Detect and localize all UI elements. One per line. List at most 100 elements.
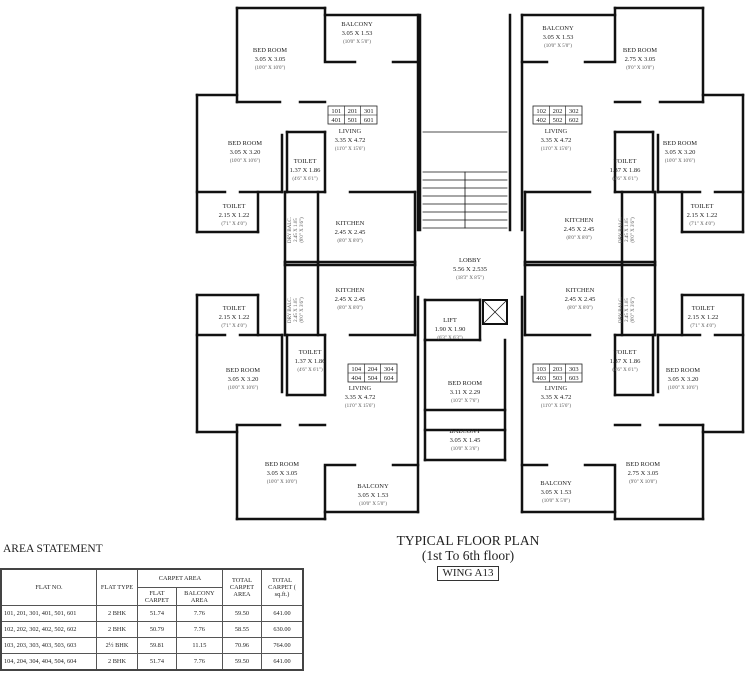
room-dimensions: 3.35 X 4.72	[345, 394, 376, 401]
room-dimensions: 3.05 X 1.53	[543, 34, 574, 41]
room-name: BED ROOM	[663, 140, 697, 147]
table-cell: 101, 201, 301, 401, 501, 601	[0, 605, 97, 622]
room-name: BALCONY	[540, 480, 572, 487]
flat-number: 202	[553, 108, 563, 115]
dry-balcony-dimensions: 2.45 X 1.05	[625, 298, 630, 322]
room-dimensions-imperial: (7'1" X 4'0")	[690, 324, 716, 329]
flat-number: 104	[351, 366, 362, 373]
room-dimensions: 3.05 X 3.05	[255, 56, 286, 63]
table-cell: 59.50	[222, 653, 262, 671]
room-dimensions: 2.15 X 1.22	[688, 314, 719, 321]
room-name: TOILET	[299, 349, 322, 356]
dry-balcony-dimensions: 2.45 X 1.05	[294, 218, 299, 242]
room-dimensions: 2.15 X 1.22	[219, 212, 250, 219]
room-dimensions-imperial: (10'0" X 3'6")	[451, 447, 479, 452]
flat-number: 403	[536, 375, 546, 382]
room-name: BED ROOM	[666, 367, 700, 374]
room-name: TOILET	[614, 349, 637, 356]
table-cell: 51.74	[137, 605, 177, 622]
room-dimensions-imperial: (11'0" X 15'6")	[541, 404, 571, 409]
room-dimensions-imperial: (8'0" X 8'0")	[337, 239, 363, 244]
room-dimensions-imperial: (7'1" X 4'0")	[221, 324, 247, 329]
room-name: LIVING	[545, 128, 568, 135]
dry-balcony-name: DRY BALC.	[288, 217, 293, 243]
room-name: TOILET	[223, 203, 246, 210]
room-dimensions-imperial: (10'0" X 10'6")	[228, 386, 259, 391]
table-cell: 104, 204, 304, 404, 504, 604	[0, 653, 97, 671]
table-cell: 641.00	[261, 653, 304, 671]
dry-balcony-dimensions: 2.45 X 1.05	[294, 298, 299, 322]
room-dimensions: 1.37 X 1.86	[610, 358, 641, 365]
flat-number: 103	[536, 366, 546, 373]
table-cell: 2 BHK	[96, 621, 138, 638]
room-dimensions: 2.75 X 3.05	[628, 470, 659, 477]
room-dimensions-imperial: (8'0" X 8'0")	[566, 236, 592, 241]
room-dimensions-imperial: (10'0" X 5'0")	[544, 44, 572, 49]
flat-number-box	[532, 105, 583, 125]
dry-balcony-dimensions-imperial: (8'0" X 3'6")	[631, 217, 636, 243]
room-name: BALCONY	[449, 428, 481, 435]
walls	[195, 6, 745, 521]
room-name: TOILET	[223, 305, 246, 312]
flat-number: 301	[364, 108, 374, 115]
flat-number: 401	[331, 117, 341, 124]
room-dimensions-imperial: (10'0" X 10'0")	[267, 480, 298, 485]
flat-number: 502	[553, 117, 563, 124]
flat-number: 603	[569, 375, 579, 382]
room-dimensions: 3.05 X 1.53	[541, 489, 572, 496]
table-cell: 2 BHK	[96, 605, 138, 622]
room-dimensions-imperial: (8'0" X 8'0")	[337, 306, 363, 311]
table-cell: 51.74	[137, 653, 177, 671]
header-total-carpet-area: TOTAL CARPET AREA	[222, 568, 262, 606]
table-cell: 630.00	[261, 621, 304, 638]
room-name: KITCHEN	[566, 287, 595, 294]
room-name: BED ROOM	[448, 380, 482, 387]
dry-balcony-dimensions-imperial: (8'0" X 3'6")	[631, 297, 636, 323]
room-name: TOILET	[691, 203, 714, 210]
room-name: BED ROOM	[253, 47, 287, 54]
room-dimensions-imperial: (7'1" X 4'0")	[221, 222, 247, 227]
flat-number: 203	[553, 366, 563, 373]
room-dimensions-imperial: (10'0" X 5'0")	[343, 40, 371, 45]
table-cell: 2½ BHK	[96, 637, 138, 654]
room-dimensions: 3.05 X 3.20	[665, 149, 696, 156]
room-dimensions-imperial: (10'0" X 10'0")	[255, 66, 286, 71]
flat-number: 303	[569, 366, 579, 373]
plan-title: TYPICAL FLOOR PLAN (1st To 6th floor) WI…	[373, 533, 563, 581]
room-dimensions: 3.35 X 4.72	[541, 394, 572, 401]
flat-number: 602	[569, 117, 579, 124]
room-dimensions-imperial: (4'6" X 6'1")	[612, 177, 638, 182]
room-dimensions: 2.45 X 2.45	[335, 296, 366, 303]
table-cell: 103, 203, 303, 403, 503, 603	[0, 637, 97, 654]
room-name: BED ROOM	[228, 140, 262, 147]
room-dimensions-imperial: (10'0" X 10'6")	[665, 159, 696, 164]
header-balcony-area: BALCONY AREA	[175, 587, 224, 606]
room-dimensions-imperial: (10'0" X 5'0")	[359, 502, 387, 507]
room-dimensions: 3.11 X 2.29	[450, 389, 480, 396]
room-name: BED ROOM	[265, 461, 299, 468]
room-dimensions-imperial: (10'0" X 10'6")	[230, 159, 261, 164]
room-name: LIVING	[545, 385, 568, 392]
plan-title-sub: (1st To 6th floor)	[421, 548, 515, 563]
dry-balcony-dimensions-imperial: (8'0" X 3'6")	[300, 217, 305, 243]
room-dimensions-imperial: (11'0" X 15'6")	[335, 147, 365, 152]
lift-shaft-icon	[482, 299, 508, 325]
table-cell: 102, 202, 302, 402, 502, 602	[0, 621, 97, 638]
room-name: TOILET	[614, 158, 637, 165]
table-cell: 641.00	[261, 605, 304, 622]
header-flat-carpet: FLAT CARPET	[137, 587, 177, 606]
table-cell: 50.79	[137, 621, 177, 638]
flat-number: 601	[364, 117, 374, 124]
room-name: BALCONY	[542, 25, 574, 32]
room-dimensions: 1.90 X 1.90	[435, 326, 466, 333]
header-flat-type: FLAT TYPE	[96, 568, 138, 606]
room-dimensions-imperial: (9'0" X 10'0")	[629, 480, 657, 485]
room-name: BED ROOM	[623, 47, 657, 54]
room-name: TOILET	[294, 158, 317, 165]
room-dimensions: 1.37 X 1.86	[610, 167, 641, 174]
room-dimensions: 2.45 X 2.45	[335, 229, 366, 236]
room-dimensions: 1.37 X 1.86	[290, 167, 321, 174]
